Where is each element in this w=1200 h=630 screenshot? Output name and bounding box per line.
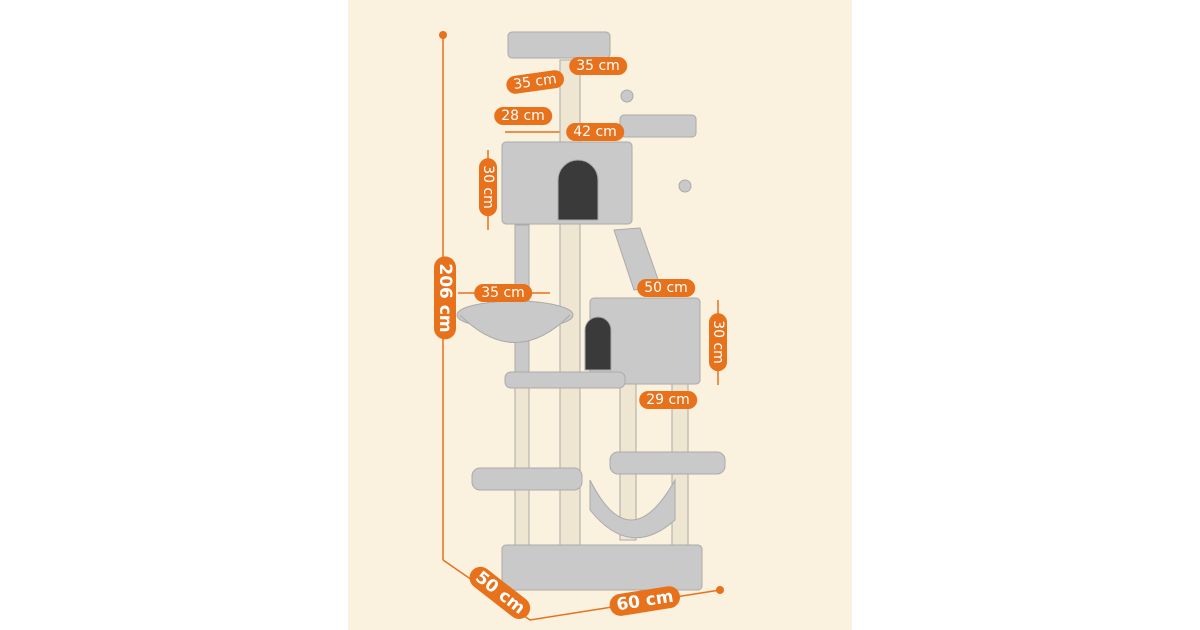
total-height-label: 206 cm xyxy=(434,256,456,340)
cat-tree xyxy=(456,31,726,591)
upper-platform xyxy=(619,114,697,138)
dimension-label: 35 cm xyxy=(569,57,627,75)
dimension-label: 29 cm xyxy=(639,391,697,409)
dimension-label: 50 cm xyxy=(637,279,695,297)
dimension-label: 28 cm xyxy=(494,107,552,125)
dimension-label: 42 cm xyxy=(566,123,624,141)
base xyxy=(501,544,703,591)
dimension-label: 30 cm xyxy=(479,158,497,216)
dimension-label: 30 cm xyxy=(709,313,727,371)
dimension-label: 35 cm xyxy=(474,284,532,302)
hammock xyxy=(589,478,676,539)
top-perch xyxy=(507,31,611,59)
